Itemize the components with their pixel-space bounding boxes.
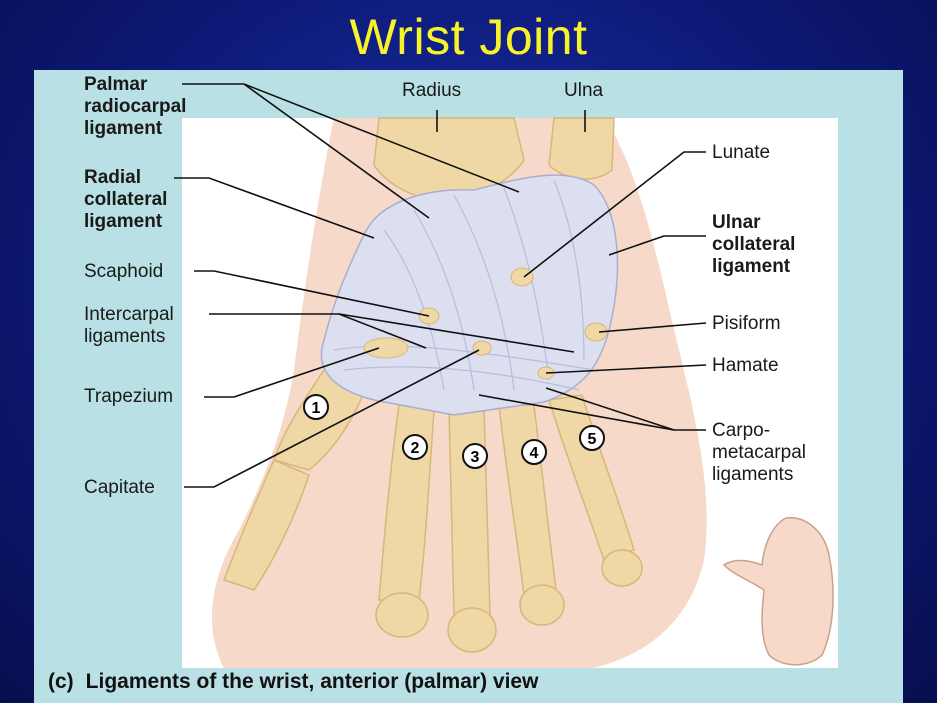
- label-palmar-radiocarpal-ligament: Palmar radiocarpal ligament: [84, 74, 187, 139]
- caption-tag: (c): [48, 670, 74, 693]
- marker-number-2: 2: [411, 440, 420, 457]
- marker-circle-4: [521, 439, 547, 465]
- metacarpal-5-head: [601, 549, 643, 587]
- metacarpal-3-head: [447, 607, 497, 653]
- marker-number-4: 4: [530, 445, 539, 462]
- marker-number-1: 1: [312, 400, 321, 417]
- marker-circle-5: [579, 425, 605, 451]
- wrist-illustration: 1 2 3 4 5: [174, 83, 838, 668]
- hand-inset-icon: [722, 516, 834, 666]
- label-radial-collateral-ligament: Radial collateral ligament: [84, 167, 168, 232]
- metacarpal-3: [448, 409, 491, 616]
- label-scaphoid: Scaphoid: [84, 261, 164, 282]
- lunate-bone: [510, 267, 534, 287]
- label-radius: Radius: [402, 80, 462, 101]
- label-capitate: Capitate: [84, 477, 155, 498]
- capitate-bone: [472, 340, 492, 356]
- marker-circle-1: [303, 394, 329, 420]
- marker-number-5: 5: [588, 431, 597, 448]
- label-lunate: Lunate: [712, 142, 771, 163]
- label-ulna: Ulna: [564, 80, 604, 101]
- marker-circle-2: [402, 434, 428, 460]
- label-intercarpal-ligaments: Intercarpal ligaments: [84, 304, 174, 347]
- slide-title: Wrist Joint: [349, 9, 588, 65]
- trapezium-bone: [363, 337, 409, 359]
- metacarpal-number-markers: 1 2 3 4 5: [303, 394, 605, 469]
- metacarpal-1: [273, 369, 371, 471]
- marker-number-3: 3: [471, 449, 480, 466]
- ulna-bone: [548, 117, 615, 180]
- label-pisiform: Pisiform: [712, 313, 781, 334]
- figure-caption: (c) Ligaments of the wrist, anterior (pal…: [48, 670, 538, 694]
- label-hamate: Hamate: [712, 355, 779, 376]
- label-carpometacarpal-ligaments: Carpo- metacarpal ligaments: [712, 420, 806, 485]
- metacarpal-4-head: [519, 584, 565, 626]
- label-ulnar-collateral-ligament: Ulnar collateral ligament: [712, 212, 796, 277]
- thumb-phalanx: [223, 459, 310, 591]
- label-trapezium: Trapezium: [84, 386, 174, 407]
- diagram-panel: 1 2 3 4 5 Palmar radiocarpal ligament Ra…: [34, 70, 903, 703]
- caption-text: Ligaments of the wrist, anterior (palmar…: [85, 670, 539, 693]
- metacarpal-2-head: [375, 592, 429, 638]
- marker-circle-3: [462, 443, 488, 469]
- leader-lines: [174, 83, 707, 488]
